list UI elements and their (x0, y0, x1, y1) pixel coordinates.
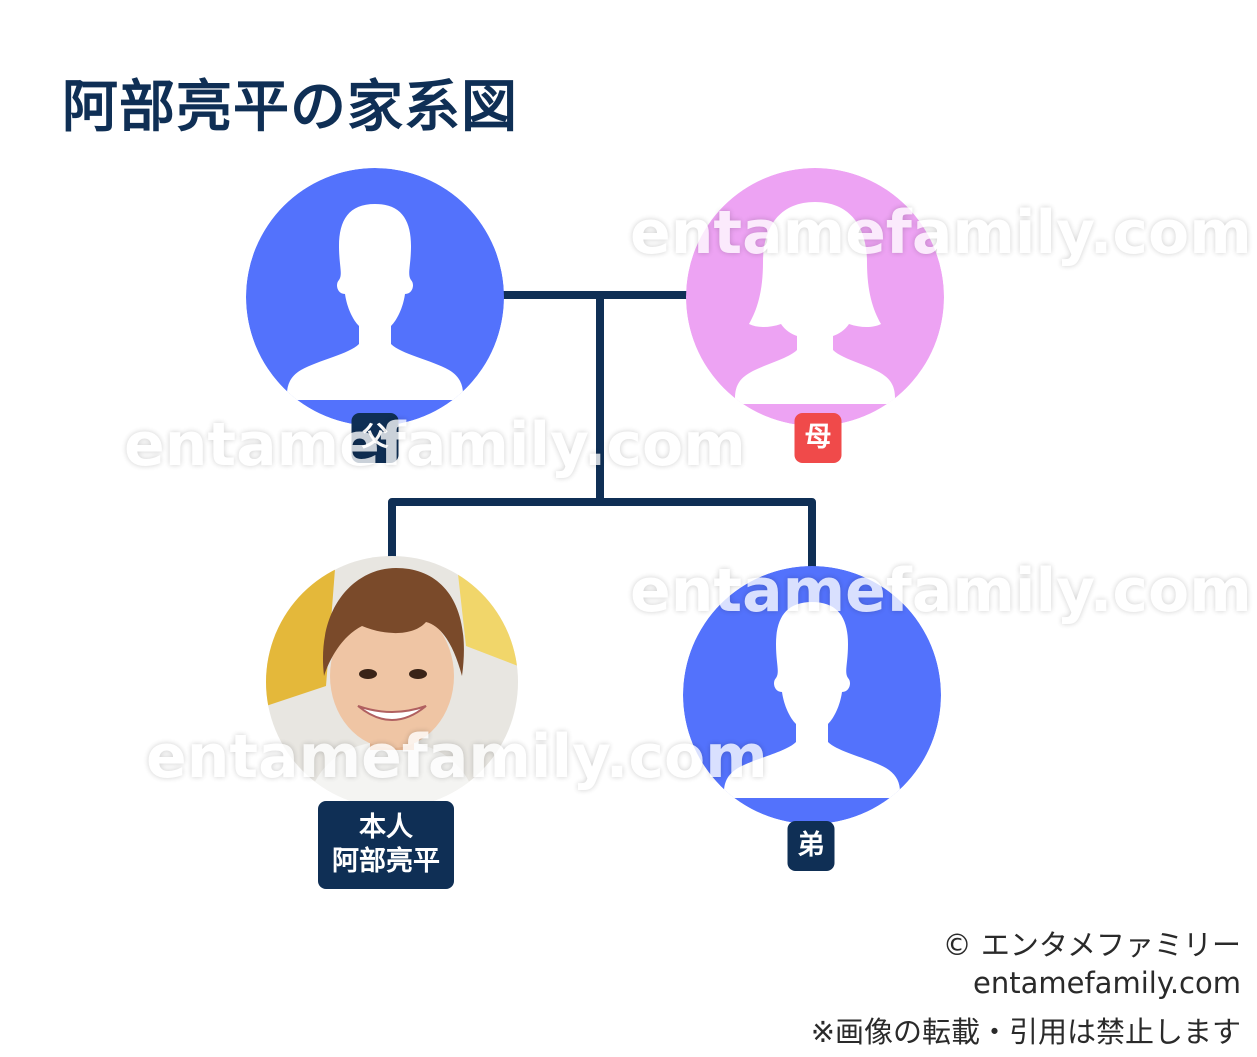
site-url: entamefamily.com (973, 966, 1241, 1000)
male-silhouette-icon (246, 168, 504, 426)
page-title: 阿部亮平の家系図 (62, 75, 518, 140)
father-label: 父 (351, 413, 399, 463)
self-photo (266, 556, 518, 808)
mother-avatar (686, 168, 944, 426)
brother-label: 弟 (787, 821, 835, 871)
self-label-relation: 本人 (359, 812, 413, 843)
reprint-notice: ※画像の転載・引用は禁止します (810, 1015, 1241, 1049)
self-label-name: 阿部亮平 (332, 846, 440, 877)
children-connector (388, 498, 816, 584)
self-label: 本人 阿部亮平 (318, 801, 454, 889)
father-avatar (246, 168, 504, 426)
mother-label: 母 (794, 413, 842, 463)
copyright-text: © エンタメファミリー (942, 928, 1241, 962)
brother-avatar (683, 566, 941, 824)
portrait-photo (266, 556, 518, 808)
male-silhouette-icon (683, 566, 941, 824)
female-silhouette-icon (686, 168, 944, 426)
